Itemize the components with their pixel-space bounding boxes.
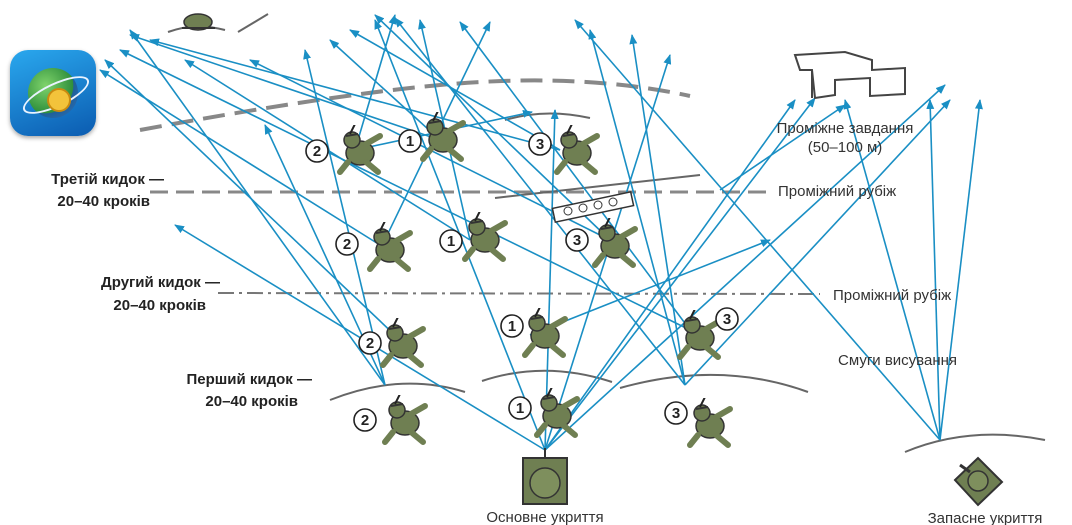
intermediate-line-upper-label: Проміжний рубіж — [778, 183, 897, 200]
second-throw-label-line2: 20–40 кроків — [113, 297, 206, 314]
main-cover-label: Основне укриття — [486, 509, 604, 525]
coin-icon — [47, 88, 71, 112]
soldier-number: 2 — [313, 143, 321, 160]
advance-lanes-label: Смуги висування — [838, 352, 958, 369]
first-throw-label-line2: 20–40 кроків — [205, 393, 298, 410]
soldier-number: 3 — [536, 136, 544, 153]
intermediate-task-label-line2: (50–100 м) — [807, 139, 883, 156]
soldier-number: 2 — [343, 236, 351, 253]
soldier-number: 1 — [406, 133, 414, 150]
globe-app-icon[interactable] — [10, 50, 96, 136]
intermediate-line-lower-label: Проміжний рубіж — [833, 287, 952, 304]
soldier-number: 1 — [508, 318, 516, 335]
soldier-number: 3 — [723, 311, 731, 328]
soldier-number-badges — [305, 129, 739, 432]
soldier-number: 1 — [447, 233, 455, 250]
cover-arcs — [167, 13, 1046, 453]
obstacle-barrier — [551, 190, 635, 224]
third-throw-label-line2: 20–40 кроків — [57, 193, 150, 210]
soldier-number: 2 — [361, 412, 369, 429]
intermediate-task-label-line1: Проміжне завдання — [776, 120, 914, 137]
first-throw-label-line1: Перший кидок — — [186, 371, 313, 388]
observer-helmet — [182, 13, 215, 31]
main-cover-trench — [522, 448, 568, 505]
soldier-number: 1 — [516, 400, 524, 417]
soldiers — [340, 109, 730, 445]
arrows — [99, 14, 983, 451]
reserve-cover-label: Запасне укриття — [927, 510, 1043, 525]
third-throw-label-line1: Третій кидок — — [51, 171, 164, 188]
reserve-cover-trench — [953, 456, 1004, 507]
soldier-number: 3 — [573, 232, 581, 249]
soldier-number: 3 — [672, 405, 680, 422]
objective-building — [793, 50, 906, 100]
second-throw-label-line1: Другий кидок — — [101, 274, 220, 291]
soldier-number-labels: 2 1 3 2 1 3 2 1 3 2 1 3 — [313, 133, 731, 429]
soldier-number: 2 — [366, 335, 374, 352]
